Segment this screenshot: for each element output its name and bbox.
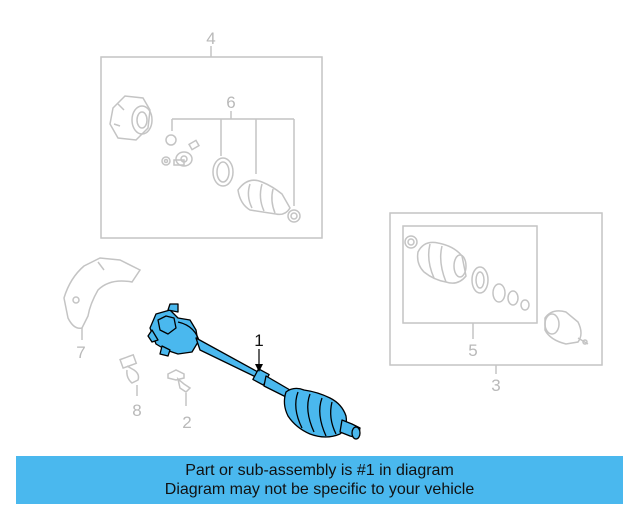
box-3-frame [389,212,603,366]
callout-5: 5 [468,341,477,360]
inner-cv-boot-icon [416,241,467,284]
washer-set-icon [161,134,200,167]
axle-shaft-assembly-icon [147,303,361,440]
small-clamp-icon [287,209,301,223]
callout-7: 7 [76,343,85,362]
bolt-icon [119,353,140,396]
box-4-frame [100,56,323,239]
callout-8: 8 [132,401,141,420]
inner-ring-set-icon [471,266,530,311]
callout-1-leader [255,349,263,372]
tripod-joint-icon [544,310,589,345]
callout-4: 4 [206,29,215,48]
outer-joint-housing-icon [109,95,153,141]
callout-6: 6 [226,93,235,112]
loose-parts-group [63,257,192,406]
banner-line-1: Part or sub-assembly is #1 in diagram [185,462,454,479]
callout-3: 3 [491,376,500,395]
inner-clamp-icon [404,235,418,249]
box-3-group [389,212,603,374]
boot-clamp-icon [212,157,234,187]
banner-line-2: Diagram may not be specific to your vehi… [164,481,475,498]
heat-shield-icon [63,257,142,340]
info-banner: Part or sub-assembly is #1 in diagram Di… [16,456,623,504]
box-5-frame [402,225,538,324]
callout-6-leaders [171,111,295,206]
bolt-2-icon [167,369,192,406]
callout-2: 2 [182,413,191,432]
callout-1: 1 [254,331,263,350]
box-4-group [100,46,323,239]
cv-boot-icon [237,179,291,216]
